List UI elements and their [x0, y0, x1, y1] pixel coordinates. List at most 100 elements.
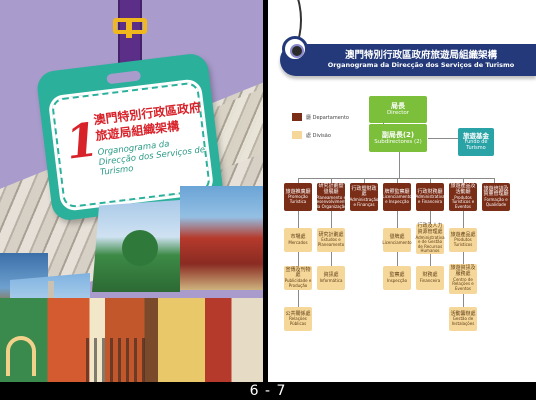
division-box: 宣傳及刊物處 Publicidade e Produção	[284, 266, 312, 290]
buckle-bar	[126, 18, 132, 38]
division-box: 旅遊資訊及服務處 Centro de Relações e Eventos	[449, 264, 477, 294]
department-label-pt: Produtos Turísticos e Eventos	[451, 194, 475, 210]
division-label-zh: 旅遊產品處	[450, 231, 476, 238]
decorative-curve	[268, 0, 302, 60]
connector-line	[298, 178, 299, 183]
lanyard-strap	[118, 0, 142, 72]
legend-item-department: 廳 Departamento	[292, 111, 349, 123]
subdirectors-box: 副局長(2) Subdirectores (2)	[369, 124, 427, 152]
connector-line	[331, 178, 332, 183]
division-label-zh: 研究計劃處	[318, 231, 344, 238]
division-box: 旅遊產品處 Produtos Turísticos	[449, 228, 477, 252]
division-box: 監察處 Inspecção	[383, 266, 411, 290]
division-box: 發牌處 Licenciamento	[382, 228, 412, 252]
org-chart-title-pt: Organograma da Direcção dos Serviços de …	[327, 61, 515, 69]
legend-item-division: 處 Divisão	[292, 129, 349, 141]
division-label-pt: Estudos e Planeamento	[317, 237, 345, 247]
division-label-pt: Gestão de Instalações	[451, 316, 475, 326]
division-label-zh: 資訊處	[323, 271, 339, 278]
division-label-zh: 旅遊資訊及服務處	[450, 265, 476, 278]
connector-line	[494, 178, 495, 183]
department-label-zh: 旅遊培訓及質量管理廳	[483, 185, 509, 198]
department-box: 旅遊產品及活動廳 Produtos Turísticos e Eventos	[449, 183, 477, 211]
division-label-pt: Produtos Turísticos	[453, 237, 473, 247]
division-label-zh: 財務處	[422, 271, 438, 278]
division-box: 財務處 Financeira	[416, 266, 444, 290]
fund-label-pt: Fundo de Turismo	[464, 138, 488, 151]
division-box: 研究計劃處 Estudos e Planeamento	[317, 228, 345, 252]
department-box: 研究計劃暨發展廳 Planeamento e Desenvolvimento d…	[314, 183, 348, 211]
connector-line	[298, 178, 494, 179]
division-label-zh: 監察處	[389, 271, 405, 278]
division-label-pt: Informática	[319, 277, 343, 283]
legend-swatch-division	[292, 131, 302, 139]
department-label-pt: Licenciamento e Inspecção	[382, 194, 412, 204]
connector-line	[463, 178, 464, 183]
division-label-pt: Centro de Relações e Eventos	[452, 276, 474, 292]
department-label-zh: 行政暨財政處	[351, 185, 377, 198]
division-label-zh: 市場處	[290, 233, 306, 240]
legend-label: 廳 Departamento	[306, 114, 349, 121]
division-box: 市場處 Mercados	[284, 228, 312, 252]
fund-label-zh: 旅遊基金	[463, 131, 489, 140]
director-box: 局長 Director	[369, 96, 427, 123]
department-label-pt: Formação e Qualidade	[484, 197, 508, 207]
department-label-zh: 行政財務廳	[417, 188, 443, 195]
crowd-figures	[86, 338, 146, 382]
department-box: 行政財務廳 Administrativa e Financeira	[415, 183, 445, 211]
department-label-zh: 牌照監察廳	[384, 188, 410, 195]
legend-label: 處 Divisão	[306, 132, 331, 139]
director-label-pt: Director	[386, 110, 410, 117]
connector-line	[397, 178, 398, 183]
department-label-zh: 旅遊推廣廳	[285, 188, 311, 195]
division-label-zh: 行政及人力資源管理處	[417, 223, 443, 235]
right-page: 澳門特別行政區政府旅遊局組織架構 Organograma da Direcção…	[268, 0, 536, 382]
subdirectors-label-pt: Subdirectores (2)	[374, 138, 422, 145]
department-box: 旅遊推廣廳 Promoção Turística	[284, 183, 312, 211]
department-label-zh: 研究計劃暨發展廳	[318, 183, 344, 196]
division-label-pt: Relações Públicas	[289, 316, 307, 326]
department-label-pt: Promoção Turística	[288, 194, 308, 204]
division-label-pt: Mercados	[288, 239, 308, 245]
division-label-pt: Licenciamento	[382, 239, 412, 245]
tag-slot	[106, 70, 142, 85]
division-box: 行政及人力資源管理處 Administrativa e de Gestão de…	[415, 223, 445, 254]
connector-line	[364, 178, 365, 183]
arch-shape	[6, 336, 36, 376]
division-label-zh: 發牌處	[389, 233, 405, 240]
legend-swatch-department	[292, 113, 302, 121]
division-box: 資訊處 Informática	[317, 266, 345, 290]
division-box: 公共關係處 Relações Públicas	[284, 307, 312, 331]
division-label-pt: Inspecção	[386, 277, 408, 283]
connector-line	[399, 152, 400, 178]
department-label-pt: Administração e Finanças	[349, 197, 379, 207]
department-label-pt: Planeamento e Desenvolvimento da Organiz…	[313, 194, 349, 210]
division-label-zh: 宣傳及刊物處	[285, 266, 311, 279]
department-label-zh: 旅遊產品及活動廳	[450, 183, 476, 196]
chart-legend: 廳 Departamento 處 Divisão	[292, 111, 349, 147]
heart-tree-photo	[92, 200, 180, 292]
tourism-fund-box: 旅遊基金 Fundo de Turismo	[458, 128, 494, 156]
director-label-zh: 局長	[391, 102, 405, 111]
connector-line	[428, 138, 458, 139]
division-label-zh: 活動籌辦處	[450, 310, 476, 317]
department-box: 旅遊培訓及質量管理廳 Formação e Qualidade	[482, 183, 510, 211]
porthole-icon	[282, 36, 308, 62]
org-chart-title-zh: 澳門特別行政區政府旅遊局組織架構	[344, 50, 497, 61]
division-label-pt: Administrativa e de Gestão de Recursos H…	[415, 234, 445, 254]
temple-photo	[180, 186, 263, 290]
department-label-pt: Administrativa e Financeira	[415, 194, 445, 204]
division-label-zh: 公共關係處	[285, 310, 311, 317]
street-scene-photo	[0, 298, 263, 382]
macau-photo-collage	[0, 178, 263, 382]
division-box: 活動籌辦處 Gestão de Instalações	[449, 307, 477, 331]
subdirectors-label-zh: 副局長(2)	[381, 130, 415, 139]
division-label-pt: Publicidade e Produção	[284, 278, 312, 288]
department-box: 牌照監察廳 Licenciamento e Inspecção	[382, 183, 412, 211]
department-box: 行政暨財政處 Administração e Finanças	[350, 183, 378, 211]
division-label-pt: Financeira	[419, 277, 441, 283]
connector-line	[430, 178, 431, 183]
left-page: 1 澳門特別行政區政府旅遊局組織架構 Organograma da Direcç…	[0, 0, 263, 382]
header-band	[280, 44, 536, 76]
